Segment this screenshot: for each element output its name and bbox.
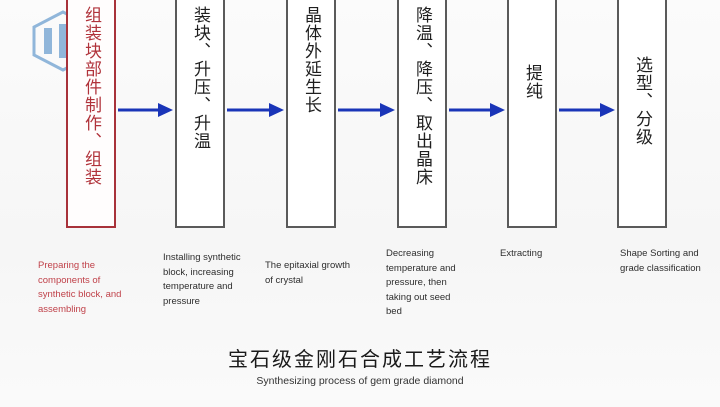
step-caption-5: Extracting: [500, 248, 543, 259]
diagram-subtitle: Synthesizing process of gem grade diamon…: [256, 375, 464, 387]
diagram-title: 宝石级金刚石合成工艺流程: [228, 347, 492, 371]
step-box-6: 选型、分级: [617, 0, 667, 228]
arrow-4-5-head: [490, 103, 505, 117]
step-label: 晶体外延生长: [301, 6, 321, 114]
step-box-4: 降温、降压、取出晶床: [397, 0, 447, 228]
step-box-3: 晶体外延生长: [286, 0, 336, 228]
step-label: 选型、分级: [632, 56, 652, 146]
arrow-2-3-head: [269, 103, 284, 117]
step-caption-1: Preparing the components of synthetic bl…: [38, 260, 122, 315]
arrow-1-2-head: [158, 103, 173, 117]
step-label: 降温、降压、取出晶床: [412, 6, 432, 186]
step-box-1: 组装块部件制作、组装: [66, 0, 116, 228]
step-caption-4: Decreasing temperature and pressure, the…: [386, 248, 456, 317]
step-caption-3: The epitaxial growth of crystal: [265, 260, 351, 286]
step-caption-2: Installing synthetic block, increasing t…: [163, 252, 241, 307]
arrow-3-4-head: [380, 103, 395, 117]
step-caption-6: Shape Sorting and grade classification: [620, 248, 701, 274]
step-label: 提纯: [522, 64, 542, 100]
step-box-2: 装块、升压、升温: [175, 0, 225, 228]
step-label: 组装块部件制作、组装: [81, 6, 101, 186]
step-label: 装块、升压、升温: [190, 6, 210, 150]
step-box-5: 提纯: [507, 0, 557, 228]
arrow-5-6-head: [600, 103, 615, 117]
